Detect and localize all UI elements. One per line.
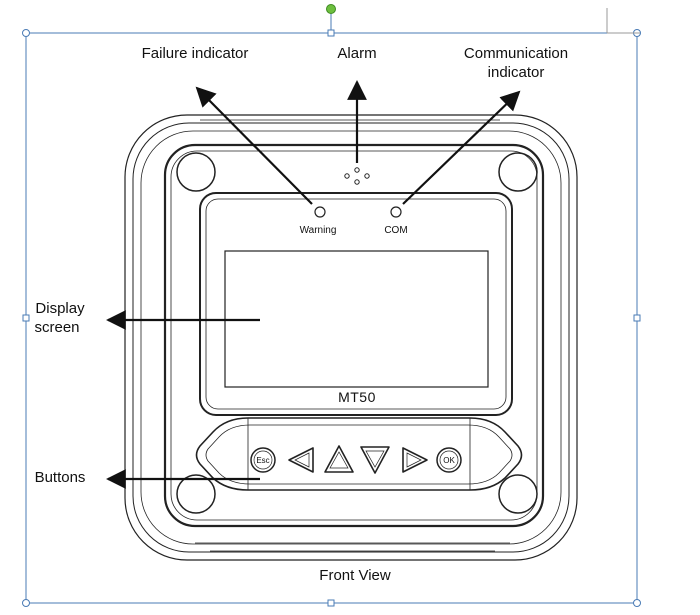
selection-frame[interactable] [22, 4, 641, 607]
resize-handle-bottom-left[interactable] [22, 599, 30, 607]
model-label: MT50 [338, 389, 376, 405]
warning-led [314, 206, 326, 218]
mt50-device: Warning COM MT50 Esc [124, 114, 578, 561]
device-inner-frame [163, 143, 545, 528]
resize-handle-left[interactable] [22, 314, 30, 322]
resize-handle-top[interactable] [327, 29, 335, 37]
alarm-buzzer [344, 167, 370, 185]
com-led-label: COM [384, 225, 407, 236]
communication-indicator-label-line1: Communication [464, 45, 568, 62]
communication-indicator-arrow [402, 90, 521, 205]
screw-hole-bottom-right [498, 474, 538, 514]
failure-indicator-label: Failure indicator [142, 45, 249, 62]
device-outer-shell [124, 114, 578, 561]
down-arrow-button[interactable] [360, 446, 390, 474]
left-arrow-button[interactable] [288, 447, 314, 473]
resize-handle-top-left[interactable] [22, 29, 30, 37]
communication-indicator-label-line2: indicator [488, 64, 545, 81]
failure-indicator-arrow [195, 86, 313, 205]
screw-hole-top-right [498, 152, 538, 192]
up-arrow-button[interactable] [324, 445, 354, 473]
display-screen-label-line1: Display [35, 300, 85, 317]
screw-hole-bottom-left [176, 474, 216, 514]
alarm-label: Alarm [337, 45, 376, 62]
front-view-caption: Front View [319, 567, 391, 584]
com-led [390, 206, 402, 218]
ok-button[interactable]: OK [436, 447, 462, 473]
button-panel [195, 417, 523, 491]
esc-button-label: Esc [256, 456, 269, 465]
resize-handle-bottom[interactable] [327, 599, 335, 607]
callout-arrows [106, 80, 521, 489]
warning-led-label: Warning [300, 225, 337, 236]
front-panel [199, 192, 513, 416]
ok-button-label: OK [443, 456, 455, 465]
screw-hole-top-left [176, 152, 216, 192]
esc-button[interactable]: Esc [250, 447, 276, 473]
resize-handle-bottom-right[interactable] [633, 599, 641, 607]
display-screen-label-line2: screen [34, 319, 79, 336]
display-screen [224, 250, 489, 388]
resize-handle-right[interactable] [633, 314, 641, 322]
rotation-handle[interactable] [326, 4, 336, 14]
right-arrow-button[interactable] [402, 447, 428, 473]
buttons-label: Buttons [35, 469, 86, 486]
